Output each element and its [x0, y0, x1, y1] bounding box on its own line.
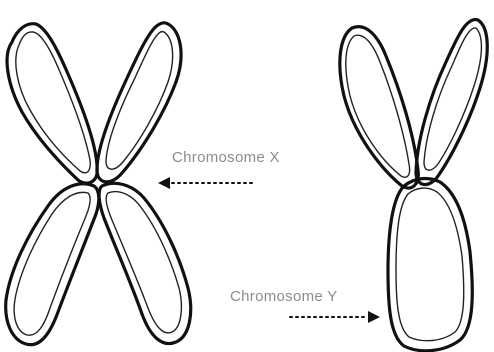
arrow-chromosome-x [158, 177, 252, 189]
chromosome-y-label: Chromosome Y [230, 288, 338, 305]
arrow-chromosome-y [290, 311, 380, 323]
chromosome-y-arm-upper-right [416, 20, 487, 185]
chromosome-y [340, 20, 487, 351]
chromosome-x-arm-upper-right [97, 23, 181, 182]
chromosome-y-stem [388, 179, 472, 351]
chromosome-y-arm-upper-left [340, 27, 418, 188]
chromosome-x-label: Chromosome X [172, 149, 280, 166]
chromosome-x-arm-lower-right [99, 183, 191, 343]
chromosome-x-arm-upper-left [7, 24, 97, 183]
chromosome-x-arm-lower-left [6, 184, 99, 345]
